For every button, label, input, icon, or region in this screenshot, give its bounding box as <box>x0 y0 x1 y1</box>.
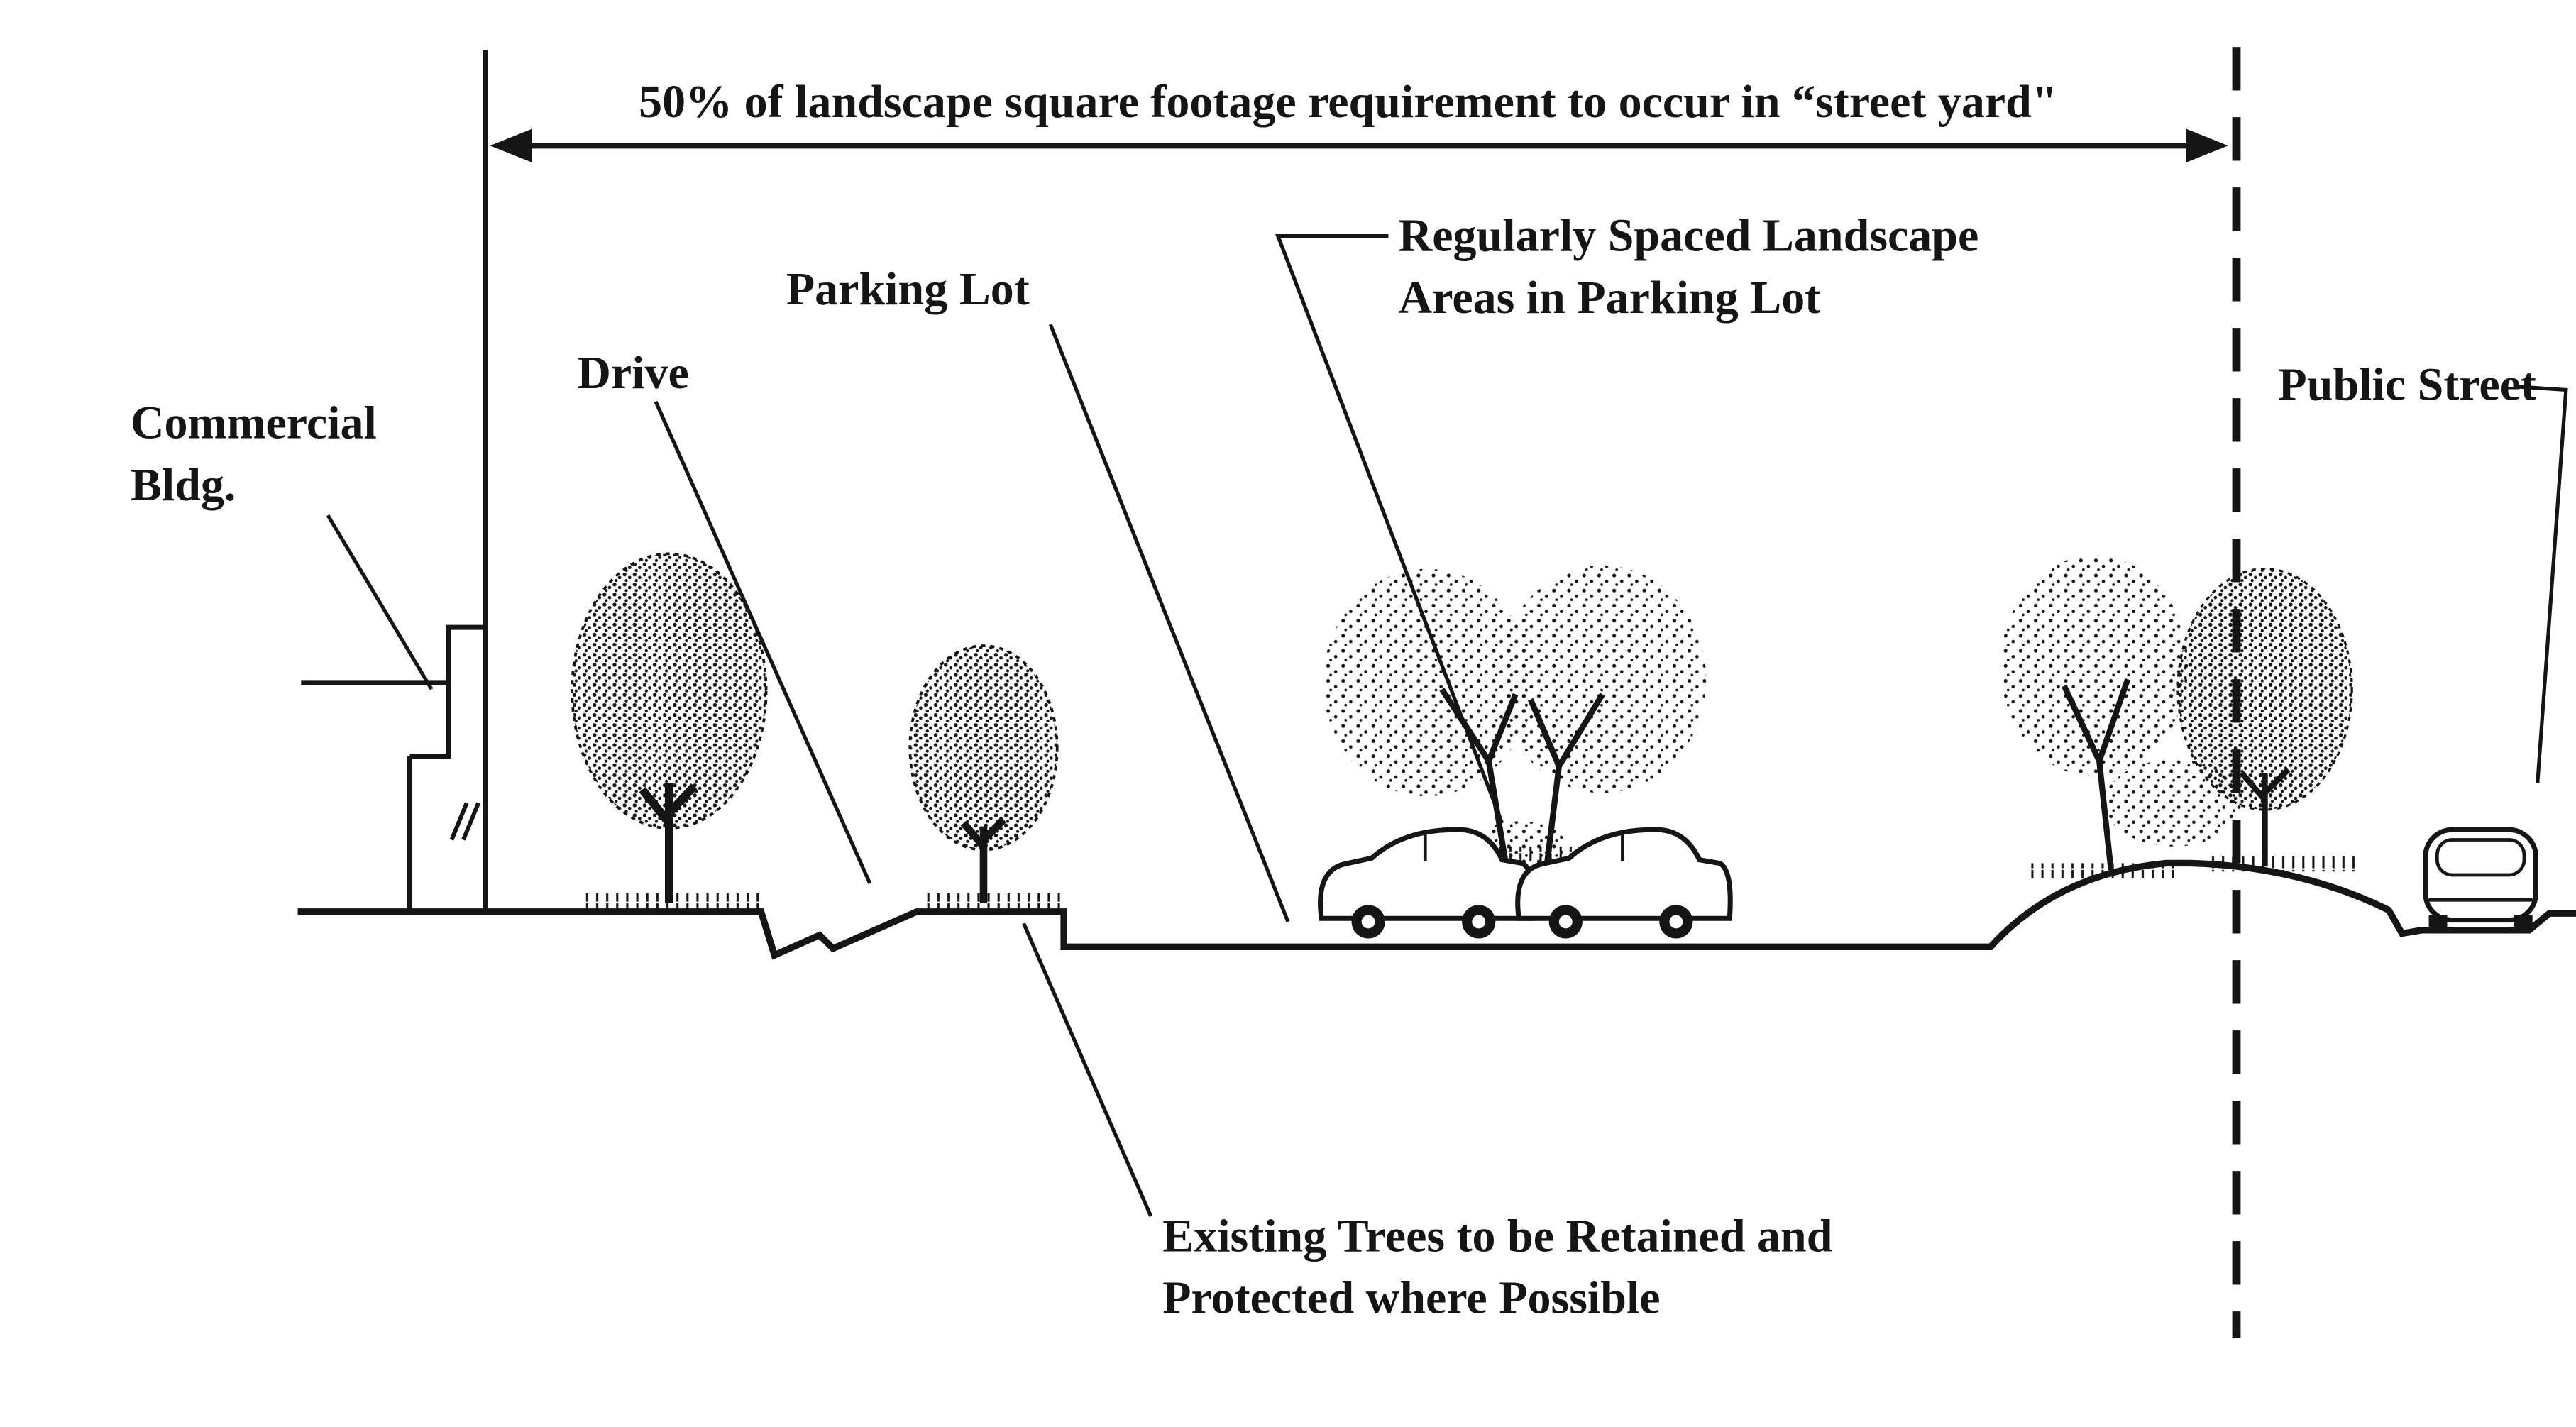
leader-line-commercial-bldg <box>326 514 434 690</box>
diagram-labels: Commercial Bldg. Drive Parking Lot Regul… <box>131 210 2536 1324</box>
planting-ground-hatch <box>2204 856 2359 872</box>
tree-canopy <box>2176 567 2353 811</box>
car-wheel-hub <box>1361 915 1375 929</box>
leader-line-landscape-areas <box>1275 233 1504 824</box>
car-rear-window <box>2435 838 2526 877</box>
car-body-outline <box>1515 827 1733 921</box>
existing-tree-island <box>908 644 1064 910</box>
parking-lot-label: Parking Lot <box>786 263 1030 315</box>
dimension-arrowhead-left-icon <box>490 128 532 162</box>
planting-ground-hatch <box>923 893 1064 910</box>
street-yard-tree-1 <box>571 552 768 910</box>
tree-canopy <box>2000 555 2189 776</box>
tree-canopy <box>1499 565 1707 793</box>
parked-car-2 <box>1515 827 1733 939</box>
tree-trunk <box>2239 767 2291 867</box>
public-street-label: Public Street <box>2278 359 2536 411</box>
tree-canopy <box>1323 568 1531 797</box>
parking-landscape-trees <box>1323 565 1707 869</box>
car-wheel <box>2514 915 2533 930</box>
building-roof-outline <box>301 624 485 685</box>
commercial-building-drawing <box>301 624 485 912</box>
tree-trunk <box>2061 678 2131 871</box>
tree-canopy <box>571 552 768 830</box>
leader-line-parking-lot <box>1048 324 1290 922</box>
tree-canopy <box>908 644 1059 852</box>
car-wheel <box>2428 915 2448 930</box>
street-edge-berm-trees <box>2000 555 2359 878</box>
car-wheel-hub <box>1669 915 1683 929</box>
existing-trees-label-line2: Protected where Possible <box>1162 1272 1660 1324</box>
planting-ground-hatch <box>582 893 763 910</box>
existing-trees-label-line1: Existing Trees to be Retained and <box>1162 1210 1832 1262</box>
berm-shrub-tuft <box>2104 759 2245 847</box>
landscape-areas-label-line2: Areas in Parking Lot <box>1399 272 1821 324</box>
leader-line-existing-trees <box>1022 922 1153 1217</box>
commercial-bldg-label-line2: Bldg. <box>131 459 236 511</box>
building-wall-outline <box>407 682 451 912</box>
top-dimension-arrow: 50% of landscape square footage requirem… <box>490 76 2228 162</box>
landscape-areas-label-line1: Regularly Spaced Landscape <box>1399 210 1979 262</box>
planting-ground-hatch <box>2024 863 2178 878</box>
street-car-rear-view <box>2423 827 2538 930</box>
drive-label: Drive <box>577 347 689 399</box>
car-wheel-hub <box>1472 915 1486 929</box>
dimension-note-label: 50% of landscape square footage requirem… <box>639 76 2057 128</box>
dimension-arrowhead-right-icon <box>2186 128 2228 162</box>
car-wheel-hub <box>1558 915 1573 929</box>
leader-line-public-street <box>2514 385 2568 783</box>
leader-line-drive <box>654 400 872 884</box>
building-hatch-mark <box>449 802 480 841</box>
commercial-bldg-label-line1: Commercial <box>131 397 377 449</box>
